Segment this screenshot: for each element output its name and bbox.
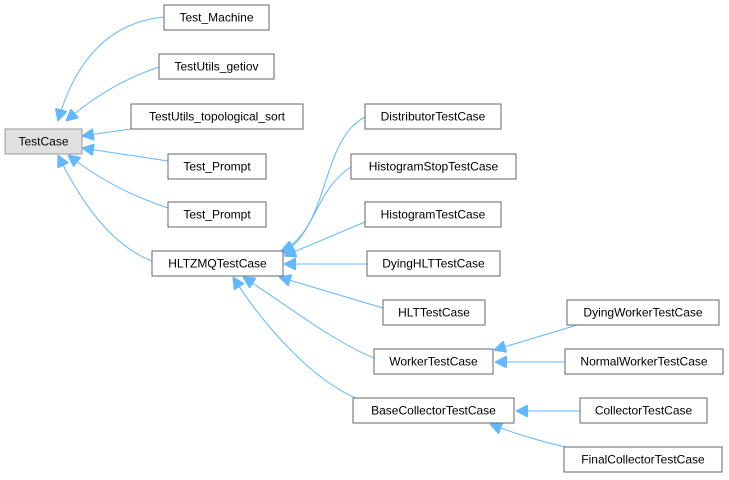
node-label: WorkerTestCase [389, 355, 478, 369]
edge-worker-to-hltzmq [243, 277, 375, 359]
edge-test-machine-to-testcase [58, 16, 165, 121]
node-label: TestUtils_getiov [174, 60, 258, 74]
edges-layer [58, 16, 585, 451]
edge-test-prompt-2-to-testcase [68, 155, 169, 209]
node-testutils-topological-sort[interactable]: TestUtils_topological_sort [130, 103, 304, 130]
node-label: Test_Prompt [183, 160, 251, 174]
node-distributor-testcase[interactable]: DistributorTestCase [364, 103, 502, 130]
node-label: DistributorTestCase [381, 110, 486, 124]
node-worker-testcase[interactable]: WorkerTestCase [373, 348, 494, 375]
node-test-machine[interactable]: Test_Machine [163, 4, 270, 31]
node-label: TestCase [18, 135, 68, 149]
edge-dyingworker-to-worker [494, 322, 585, 350]
node-finalcollector-testcase[interactable]: FinalCollectorTestCase [563, 446, 723, 473]
node-testutils-getiov[interactable]: TestUtils_getiov [158, 53, 275, 80]
node-label: DyingWorkerTestCase [583, 306, 702, 320]
node-hlt-testcase[interactable]: HLTTestCase [382, 299, 486, 326]
node-dyingworker-testcase[interactable]: DyingWorkerTestCase [566, 299, 720, 326]
edge-histogramstop-to-hltzmq [283, 166, 352, 253]
node-label: Test_Machine [179, 11, 253, 25]
edge-testutils-getiov-to-testcase [66, 66, 160, 121]
node-label: BaseCollectorTestCase [371, 404, 496, 418]
edge-hltzmq-to-testcase [58, 155, 153, 262]
node-basecollector-testcase[interactable]: BaseCollectorTestCase [352, 397, 515, 424]
edge-test-prompt-1-to-testcase [82, 148, 169, 162]
node-histogramstop-testcase[interactable]: HistogramStopTestCase [350, 153, 517, 180]
node-testcase[interactable]: TestCase [4, 128, 83, 155]
node-label: TestUtils_topological_sort [149, 110, 286, 124]
node-label: FinalCollectorTestCase [581, 453, 705, 467]
node-label: DyingHLTTestCase [382, 257, 485, 271]
edge-basecollector-to-hltzmq [233, 277, 361, 401]
node-label: HLTZMQTestCase [168, 257, 267, 271]
edge-distributor-to-hltzmq [281, 116, 366, 251]
node-label: Test_Prompt [183, 208, 251, 222]
nodes-layer: TestCase Test_Machine TestUtils_getiov T… [4, 4, 724, 473]
edge-histogram-to-hltzmq [284, 221, 366, 256]
edge-hlt-to-hltzmq [279, 277, 384, 309]
node-test-prompt-1[interactable]: Test_Prompt [167, 153, 267, 180]
node-test-prompt-2[interactable]: Test_Prompt [167, 201, 267, 228]
edge-testutils-topo-to-testcase [82, 129, 132, 136]
node-dyinghlt-testcase[interactable]: DyingHLTTestCase [366, 250, 501, 277]
node-normalworker-testcase[interactable]: NormalWorkerTestCase [564, 348, 724, 375]
node-collector-testcase[interactable]: CollectorTestCase [579, 397, 708, 424]
node-label: CollectorTestCase [595, 404, 693, 418]
node-label: HLTTestCase [398, 306, 470, 320]
node-histogram-testcase[interactable]: HistogramTestCase [364, 201, 502, 228]
node-label: NormalWorkerTestCase [580, 355, 707, 369]
node-label: HistogramStopTestCase [369, 160, 499, 174]
edge-finalcollector-to-basecollector [490, 424, 583, 451]
node-hltzmq-testcase[interactable]: HLTZMQTestCase [151, 250, 284, 277]
node-label: HistogramTestCase [381, 208, 486, 222]
